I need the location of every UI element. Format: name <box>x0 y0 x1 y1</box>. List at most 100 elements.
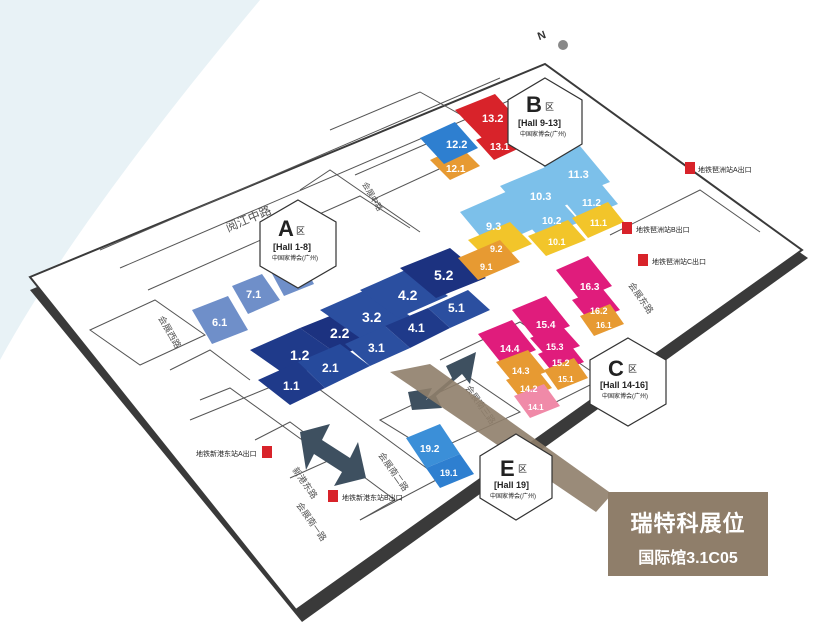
hall-5-1[interactable] <box>428 290 490 328</box>
zone-c-sub: 中国家博会(广州) <box>602 392 648 400</box>
hall-label-19-1: 19.1 <box>440 468 458 478</box>
hall-7-1[interactable] <box>232 274 280 314</box>
hall-label-2-1: 2.1 <box>322 361 339 375</box>
hall-label-14-1: 14.1 <box>528 403 544 412</box>
metro-exit-pazhou-c[interactable]: 地铁琶洲站C出口 <box>638 254 706 266</box>
hall-label-7-1: 7.1 <box>246 289 261 301</box>
hall-9-1[interactable] <box>458 240 520 280</box>
metro-exit-xingang-b[interactable]: 地铁新港东站B出口 <box>328 490 403 502</box>
compass: N <box>536 29 568 50</box>
metro-exit-label: 地铁琶洲站A出口 <box>698 165 752 174</box>
hall-label-10-1: 10.1 <box>548 237 566 247</box>
hall-label-14-2: 14.2 <box>520 384 538 394</box>
metro-exit-xingang-a[interactable]: 地铁新港东站A出口 <box>196 446 272 458</box>
hall-label-15-3: 15.3 <box>546 342 564 352</box>
hall-label-12-2: 12.2 <box>446 139 467 151</box>
metro-icon <box>622 222 632 234</box>
road-lines <box>89 77 761 521</box>
compass-icon <box>558 40 568 50</box>
metro-exit-label: 地铁新港东站A出口 <box>196 449 257 458</box>
zone-a-sub: 中国家博会(广州) <box>272 254 318 262</box>
hall-label-16-3: 16.3 <box>580 282 600 293</box>
zone-e-suffix: 区 <box>518 464 527 474</box>
zone-e-letter: E <box>500 456 515 481</box>
background-swoosh <box>0 0 260 360</box>
hall-label-5-1: 5.1 <box>448 301 465 315</box>
metro-exit-pazhou-b[interactable]: 地铁琶洲站B出口 <box>622 222 690 234</box>
hall-4-1[interactable] <box>385 308 450 348</box>
hall-19-2[interactable] <box>406 424 460 468</box>
zone-badge-e: E 区 [Hall 19] 中国家博会(广州) <box>479 433 553 521</box>
zone-e-halls: 19.2 19.1 <box>406 424 474 488</box>
zone-b-halls: 12.1 12.2 13.1 13.2 9.3 9.2 9.1 10.3 10.… <box>420 94 624 280</box>
hall-label-11-2: 11.2 <box>582 198 601 209</box>
hall-10-2[interactable] <box>520 200 580 238</box>
metro-icon <box>328 490 338 502</box>
zone-b-sub: 中国家博会(广州) <box>520 130 566 138</box>
zone-e-sub: 中国家博会(广州) <box>490 492 536 500</box>
hall-label-1-1: 1.1 <box>283 379 300 393</box>
hall-label-16-2: 16.2 <box>590 306 608 316</box>
zone-c-hall: [Hall 14-16] <box>600 380 648 390</box>
hall-11-1[interactable] <box>572 202 624 238</box>
metro-exit-label: 地铁新港东站B出口 <box>342 493 403 502</box>
hall-label-11-1: 11.1 <box>590 218 607 228</box>
hall-label-1-2: 1.2 <box>290 347 310 363</box>
hall-16-3[interactable] <box>556 256 612 300</box>
zone-badge-c: C 区 [Hall 14-16] 中国家博会(广州) <box>589 337 667 427</box>
hall-label-13-1: 13.1 <box>490 142 510 153</box>
metro-exit-label: 地铁琶洲站C出口 <box>652 257 706 266</box>
hall-label-2-2: 2.2 <box>330 325 350 341</box>
compass-label: N <box>536 29 548 43</box>
zone-badge-b: B 区 [Hall 9-13] 中国家博会(广州) <box>507 77 583 167</box>
metro-exit-label: 地铁琶洲站B出口 <box>636 225 690 234</box>
hall-label-15-4: 15.4 <box>536 320 556 331</box>
hall-1-1[interactable] <box>258 362 325 405</box>
hall-label-12-1: 12.1 <box>446 164 466 175</box>
metro-exit-pazhou-a[interactable]: 地铁琶洲站A出口 <box>685 162 752 174</box>
hall-label-9-3: 9.3 <box>486 221 501 233</box>
metro-icon <box>638 254 648 266</box>
zone-a-suffix: 区 <box>296 226 305 236</box>
callout-pointer <box>390 364 612 512</box>
hall-13-2[interactable] <box>455 94 520 138</box>
hall-label-15-1: 15.1 <box>558 375 574 384</box>
zone-a-letter: A <box>278 216 294 241</box>
hall-14-1[interactable] <box>514 384 560 418</box>
double-arrow-icon <box>300 424 366 486</box>
zone-badge-a: A 区 [Hall 1-8] 中国家博会(广州) <box>259 199 337 289</box>
hall-15-1[interactable] <box>544 358 588 390</box>
zone-a-halls: 1.2 1.1 2.2 2.1 3.2 3.1 4.2 4.1 5.2 5.1 … <box>192 248 490 405</box>
booth-callout: 瑞特科展位 国际馆3.1C05 <box>608 492 768 576</box>
hall-3-1[interactable] <box>345 326 410 366</box>
zone-c-suffix: 区 <box>628 364 637 374</box>
hall-label-19-2: 19.2 <box>420 444 440 455</box>
booth-callout-title: 瑞特科展位 <box>630 511 746 536</box>
hall-label-6-1: 6.1 <box>212 317 227 329</box>
hall-label-15-2: 15.2 <box>552 358 570 368</box>
hall-10-1[interactable] <box>528 220 586 256</box>
hall-2-1[interactable] <box>298 344 370 388</box>
hall-19-1[interactable] <box>426 454 474 488</box>
zone-c-letter: C <box>608 356 624 381</box>
metro-icon <box>685 162 695 174</box>
zone-a-hall: [Hall 1-8] <box>273 242 311 252</box>
hall-label-14-3: 14.3 <box>512 366 530 376</box>
zone-e-hall: [Hall 19] <box>494 480 529 490</box>
hall-label-10-2: 10.2 <box>542 216 562 227</box>
zone-b-hall: [Hall 9-13] <box>518 118 561 128</box>
zone-b-suffix: 区 <box>545 102 554 112</box>
hall-label-13-2: 13.2 <box>482 113 503 125</box>
hall-12-2[interactable] <box>420 122 478 164</box>
hall-label-3-2: 3.2 <box>362 309 382 325</box>
hall-16-1[interactable] <box>580 304 624 336</box>
hall-label-16-1: 16.1 <box>596 321 612 330</box>
hall-label-5-2: 5.2 <box>434 267 454 283</box>
hall-6-1[interactable] <box>192 296 248 344</box>
metro-icon <box>262 446 272 458</box>
zone-b-letter: B <box>526 92 542 117</box>
hall-label-10-3: 10.3 <box>530 191 551 203</box>
hall-label-9-2: 9.2 <box>490 244 503 254</box>
zone-c-halls: 16.3 16.2 16.1 15.4 15.3 15.2 15.1 14.4 … <box>478 256 624 418</box>
